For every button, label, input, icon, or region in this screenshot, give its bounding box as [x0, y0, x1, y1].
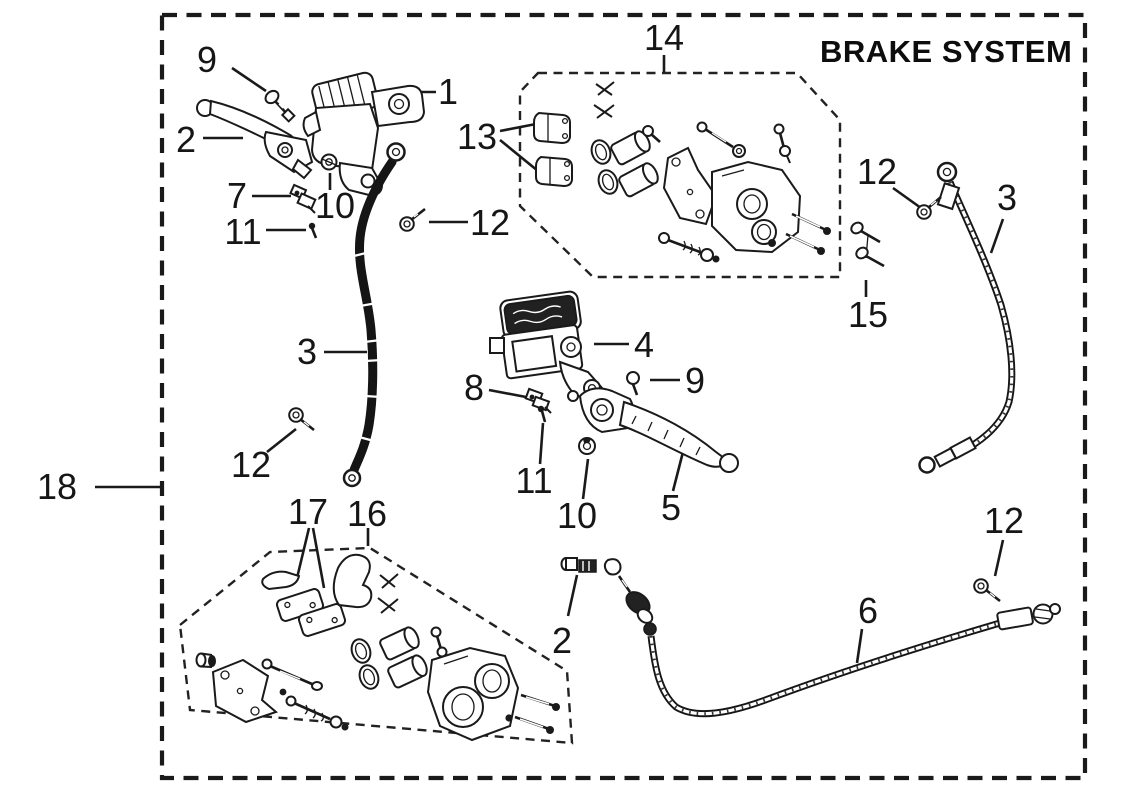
callout-6: 6 [857, 590, 879, 631]
brake-pad-b [535, 155, 573, 188]
leader-10-mid [581, 458, 590, 500]
callout-12-right: 12 [856, 151, 898, 192]
callout-14: 14 [643, 17, 685, 58]
group-16-boundary [178, 546, 574, 745]
callout-9-top: 9 [196, 39, 218, 80]
leader-12-right [892, 186, 922, 210]
callout-2-top: 2 [175, 119, 197, 160]
slide-bolt-boot [658, 232, 720, 263]
callout-3-right: 3 [996, 177, 1018, 218]
outer-dashed-border [159, 12, 1088, 781]
plug [195, 652, 216, 668]
front-master-cylinder [302, 71, 426, 197]
brake-pad-a [533, 111, 571, 145]
nut-10-top [320, 153, 338, 171]
hanger-pins [785, 212, 831, 255]
leader-lines [95, 55, 1005, 664]
pad-spring-clip [593, 81, 615, 119]
callout-10-mid: 10 [556, 495, 598, 536]
callout-11-top: 11 [224, 211, 262, 252]
pad-shim [261, 570, 301, 591]
front-brake-lever [196, 99, 314, 180]
banjo-bolt-12-right [916, 196, 942, 220]
banjo-bolt-12-left [288, 407, 315, 432]
callout-3-left: 3 [296, 331, 318, 372]
leader-11-mid [538, 422, 545, 465]
callout-12-left: 12 [230, 444, 272, 485]
callout-2-bottom: 2 [551, 620, 573, 661]
caliper-bracket [662, 146, 718, 226]
callout-11-mid: 11 [515, 460, 553, 501]
pin-11-top [308, 222, 318, 239]
slide-pin [696, 121, 708, 133]
rear-slide-pin [261, 658, 323, 691]
leader-13-b [499, 138, 539, 173]
seal-washer [768, 239, 776, 247]
callout-5: 5 [660, 487, 682, 528]
front-brake-hose [342, 142, 406, 488]
leader-8 [488, 388, 527, 399]
diagram-title: BRAKE SYSTEM [820, 34, 1073, 69]
banjo-bolt-12-top [399, 207, 426, 232]
leader-2-bottom [566, 574, 579, 617]
banjo-bolt-12-bottom [973, 578, 1001, 603]
small-bolt [642, 125, 654, 137]
leader-17-a [295, 527, 311, 579]
leader-5 [671, 447, 686, 492]
callout-18: 18 [36, 466, 78, 507]
rear-hose-6 [603, 558, 1061, 718]
fitting-2-bottom [560, 557, 597, 573]
callout-4: 4 [633, 324, 655, 365]
rear-brake-pad-b [297, 603, 347, 637]
rear-pad-spring-clip [377, 573, 399, 614]
leader-13-a [499, 122, 537, 133]
callout-9-mid: 9 [684, 360, 706, 401]
leader-9-top [231, 66, 267, 93]
rear-caliper-kit-16 [195, 553, 560, 742]
callout-13: 13 [456, 116, 498, 157]
rear-hanger-pins [514, 693, 560, 734]
callout-15: 15 [847, 294, 889, 335]
callout-10-top: 10 [314, 185, 356, 226]
pivot-bolt-9-top [264, 89, 296, 123]
leader-17-b [311, 527, 326, 589]
rear-brake-lever [578, 387, 739, 473]
rear-master-cylinder [489, 290, 604, 402]
callout-1: 1 [437, 71, 459, 112]
leader-6 [855, 628, 864, 664]
rear-hose-3-right [918, 161, 1016, 474]
leader-12-bottom [993, 539, 1005, 577]
mount-bolts-15 [850, 221, 885, 268]
callout-17: 17 [287, 491, 329, 532]
leader-3-right [989, 218, 1005, 254]
pin-11-mid [537, 405, 547, 423]
joint-piece-7 [289, 183, 317, 214]
bolt-9-mid [626, 371, 640, 396]
callout-12-top: 12 [469, 202, 511, 243]
bleeder-valve [773, 123, 791, 164]
group-14-boundary [518, 71, 842, 279]
callout-12-bottom: 12 [983, 500, 1025, 541]
callout-8: 8 [463, 367, 485, 408]
callout-16: 16 [346, 493, 388, 534]
leader-12-left [266, 427, 297, 454]
joint-piece-8 [524, 387, 552, 414]
rear-bleeder-valve [430, 626, 448, 664]
nut-10-mid [578, 437, 596, 455]
rear-slide-bolt-boot [279, 688, 349, 731]
callout-7: 7 [226, 175, 248, 216]
front-caliper-kit-14 [533, 81, 831, 263]
